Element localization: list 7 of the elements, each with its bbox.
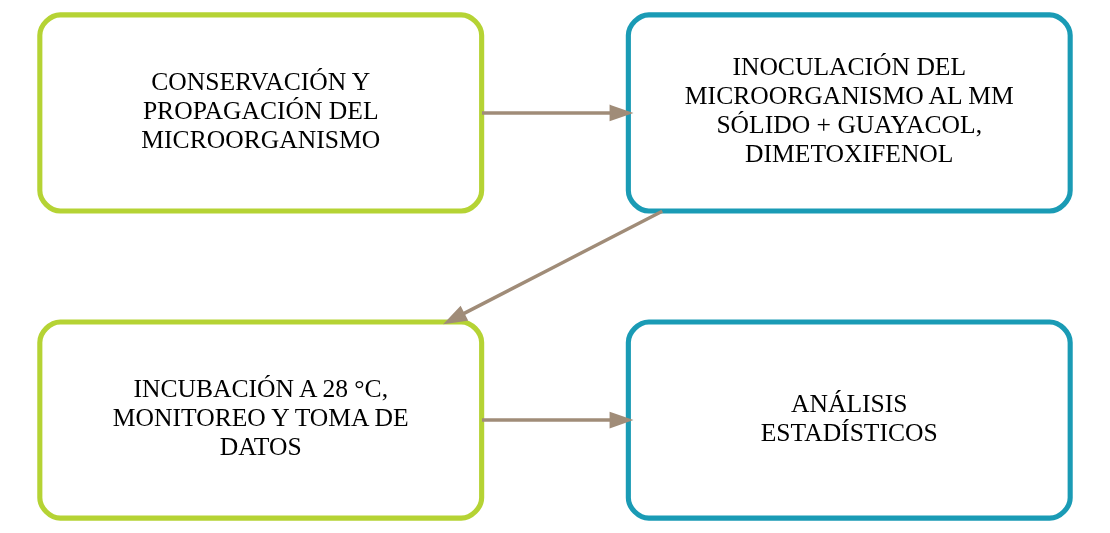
node-box: CONSERVACIÓN Y PROPAGACIÓN DEL MICROORGANISMO [37,12,485,214]
arrow [443,209,664,325]
arrow [482,411,634,429]
node-box: INOCULACIÓN DEL MICROORGANISMO AL MM SÓLIDO + GUAYACOL, DIMETOXIFENOL [625,12,1073,214]
arrow [482,104,634,122]
node-box: ANÁLISIS ESTADÍSTICOS [625,319,1073,521]
node-box: INCUBACIÓN A 28 °C, MONITOREO Y TOMA DE DATOS [37,319,485,521]
